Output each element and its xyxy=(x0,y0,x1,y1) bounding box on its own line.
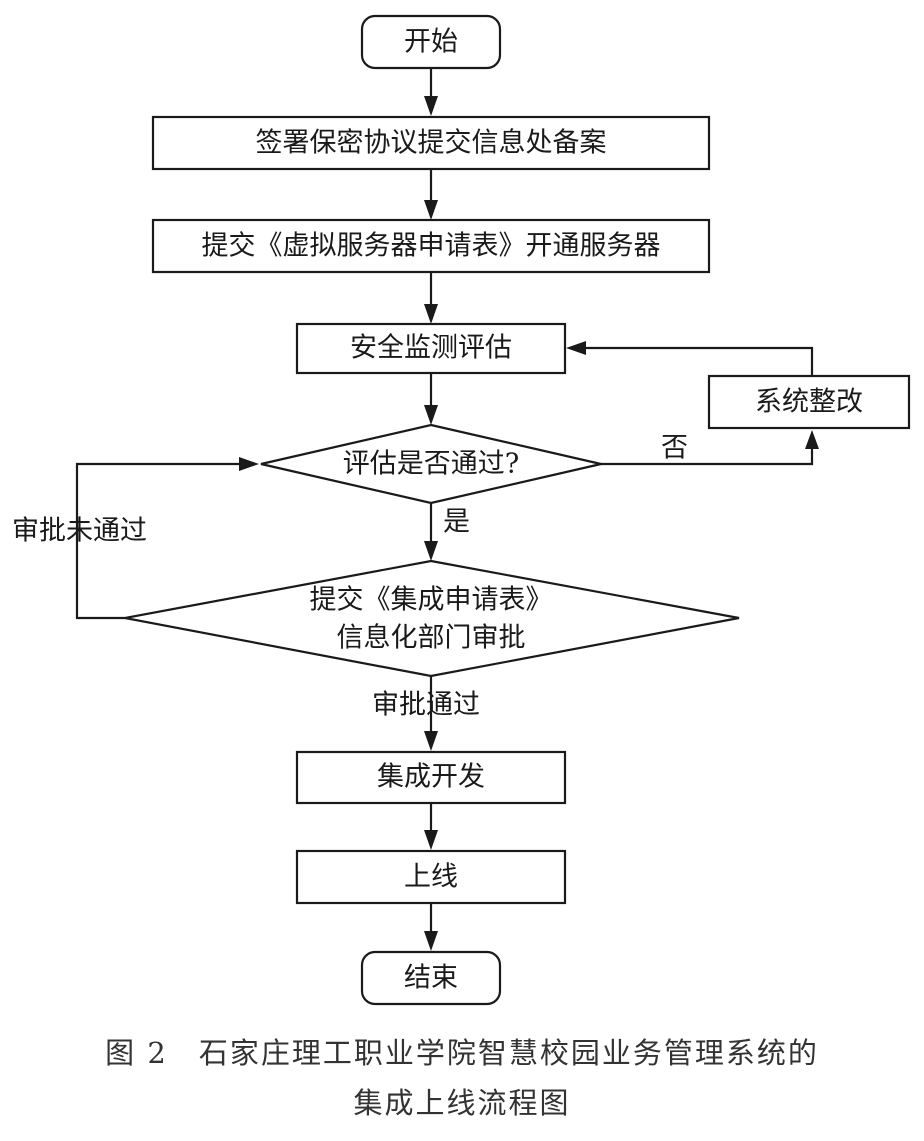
figure-caption-line2: 集成上线流程图 xyxy=(353,1086,570,1120)
arrowhead-icon xyxy=(424,931,438,951)
start-terminator xyxy=(360,14,502,70)
arrowhead-icon xyxy=(424,405,438,425)
edge-label-approval-passed: 审批通过 xyxy=(372,690,480,721)
dept-approval-diamond xyxy=(124,559,740,678)
arrowhead-icon xyxy=(239,457,259,471)
submit-vm-form-box xyxy=(151,218,711,274)
arrowhead-icon xyxy=(424,96,438,116)
connector-rectify-to-assessment xyxy=(586,346,814,376)
end-terminator xyxy=(360,950,502,1006)
system-rectify-box xyxy=(707,374,911,430)
arrowhead-icon xyxy=(424,304,438,324)
node-end: 结束 xyxy=(360,950,502,1006)
arrowhead-icon xyxy=(424,541,438,561)
dept-approval-label-line2: 信息化部门审批 xyxy=(337,623,526,654)
submit-vm-form-label: 提交《虚拟服务器申请表》开通服务器 xyxy=(202,231,661,262)
node-integration-dev: 集成开发 xyxy=(295,750,567,805)
connector-approval-rejected-to-decision xyxy=(75,462,239,620)
edge-label-approval-rejected: 审批未通过 xyxy=(12,516,147,547)
node-go-live: 上线 xyxy=(295,849,567,905)
dept-approval-label-line1: 提交《集成申请表》 xyxy=(310,585,553,616)
connectors xyxy=(75,68,819,951)
node-submit-vm-form: 提交《虚拟服务器申请表》开通服务器 xyxy=(151,218,711,274)
figure-caption-line1: 图 2 石家庄理工职业学院智慧校园业务管理系统的 xyxy=(105,1036,819,1070)
integration-dev-label: 集成开发 xyxy=(377,762,485,793)
node-system-rectify: 系统整改 xyxy=(707,374,911,430)
arrowhead-icon xyxy=(424,200,438,220)
edge-label-no: 否 xyxy=(661,433,688,464)
node-start: 开始 xyxy=(360,14,502,70)
assessment-decision-label: 评估是否通过? xyxy=(343,449,519,480)
start-label: 开始 xyxy=(404,27,458,58)
arrowhead-icon xyxy=(566,341,586,355)
security-assessment-box xyxy=(295,322,567,375)
arrowhead-icon xyxy=(805,430,819,449)
arrowhead-icon xyxy=(424,830,438,850)
system-rectify-label: 系统整改 xyxy=(755,387,863,418)
arrowhead-icon xyxy=(424,731,438,751)
end-label: 结束 xyxy=(404,963,458,994)
edge-label-yes: 是 xyxy=(443,507,470,538)
go-live-label: 上线 xyxy=(404,862,458,893)
node-sign-agreement: 签署保密协议提交信息处备案 xyxy=(151,115,711,171)
node-security-assessment: 安全监测评估 xyxy=(295,322,567,375)
assessment-decision-diamond xyxy=(260,423,602,505)
node-assessment-decision: 评估是否通过? xyxy=(260,423,602,505)
sign-agreement-label: 签署保密协议提交信息处备案 xyxy=(256,128,607,159)
security-assessment-label: 安全监测评估 xyxy=(350,333,512,364)
integration-dev-box xyxy=(295,750,567,805)
go-live-box xyxy=(295,849,567,905)
node-dept-approval: 提交《集成申请表》 信息化部门审批 xyxy=(124,559,740,678)
connector-decision-no-to-rectify xyxy=(601,449,814,466)
sign-agreement-box xyxy=(151,115,711,171)
